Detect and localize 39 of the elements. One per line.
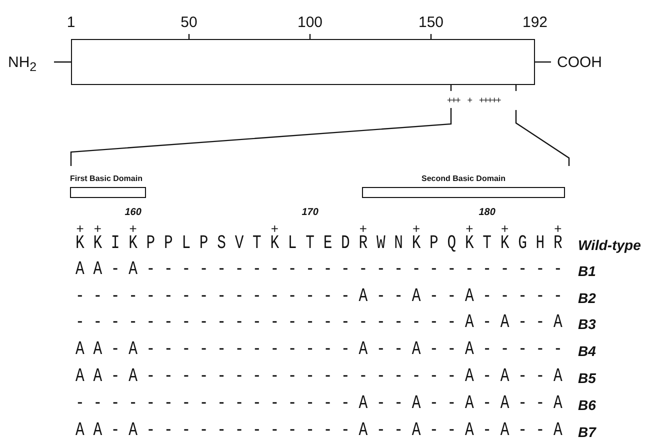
charge-marks: +++ + +++++ — [447, 96, 500, 105]
plus-mark: + — [359, 222, 367, 235]
plus-mark: + — [270, 222, 278, 235]
mutant-sequence: - - - - - - - - - - - - - - - - A - - A - - A - A - - A — [76, 394, 562, 414]
row-label: B1 — [578, 264, 596, 278]
position-number: 160 — [124, 208, 142, 218]
plus-mark: + — [76, 222, 84, 235]
plus-mark: + — [554, 222, 562, 235]
scale-number: 50 — [180, 15, 198, 30]
row-label: B6 — [578, 398, 596, 412]
row-label: B4 — [578, 344, 596, 358]
domain-title: First Basic Domain — [70, 174, 144, 183]
scale-number: 150 — [418, 15, 444, 30]
terminus-label: COOH — [557, 55, 602, 70]
position-number: 170 — [302, 208, 318, 218]
terminus-label: NH$_{2}$ — [8, 55, 37, 74]
row-label: B2 — [578, 291, 596, 305]
plus-mark: + — [501, 222, 509, 235]
mutant-sequence: A A - A - - - - - - - - - - - - A - - A - - A - A - - A — [76, 422, 562, 441]
plus-mark: + — [466, 222, 474, 235]
row-label: B5 — [578, 371, 596, 385]
scale-number: 100 — [297, 15, 323, 30]
scale-number: 192 — [522, 15, 548, 30]
row-label: B3 — [578, 317, 596, 331]
row-label: Wild-type — [578, 238, 641, 252]
row-label: B7 — [578, 425, 596, 439]
protein-bar — [71, 39, 535, 85]
mutant-sequence: - - - - - - - - - - - - - - - - A - - A - - A - - - - - — [76, 288, 562, 307]
domain-title: Second Basic Domain — [420, 174, 507, 183]
scale-number: 1 — [66, 15, 76, 30]
plus-mark: + — [412, 222, 420, 235]
mutant-sequence: A A - A - - - - - - - - - - - - A - - A - - A - - - - - — [76, 340, 562, 360]
mutant-sequence: A A - A - - - - - - - - - - - - - - - - - - - - - - - - — [76, 260, 562, 280]
position-number: 180 — [478, 208, 496, 218]
plus-mark: + — [94, 222, 102, 235]
wild-type-sequence: K K I K P P L P S V T K L T E D R W N K P Q K T K G H R — [76, 234, 562, 254]
mutant-sequence: - - - - - - - - - - - - - - - - - - - - - - A - A - - A — [76, 314, 562, 333]
mutant-sequence: A A - A - - - - - - - - - - - - - - - - - - A - A - - A — [76, 368, 562, 387]
plus-mark: + — [129, 222, 137, 235]
